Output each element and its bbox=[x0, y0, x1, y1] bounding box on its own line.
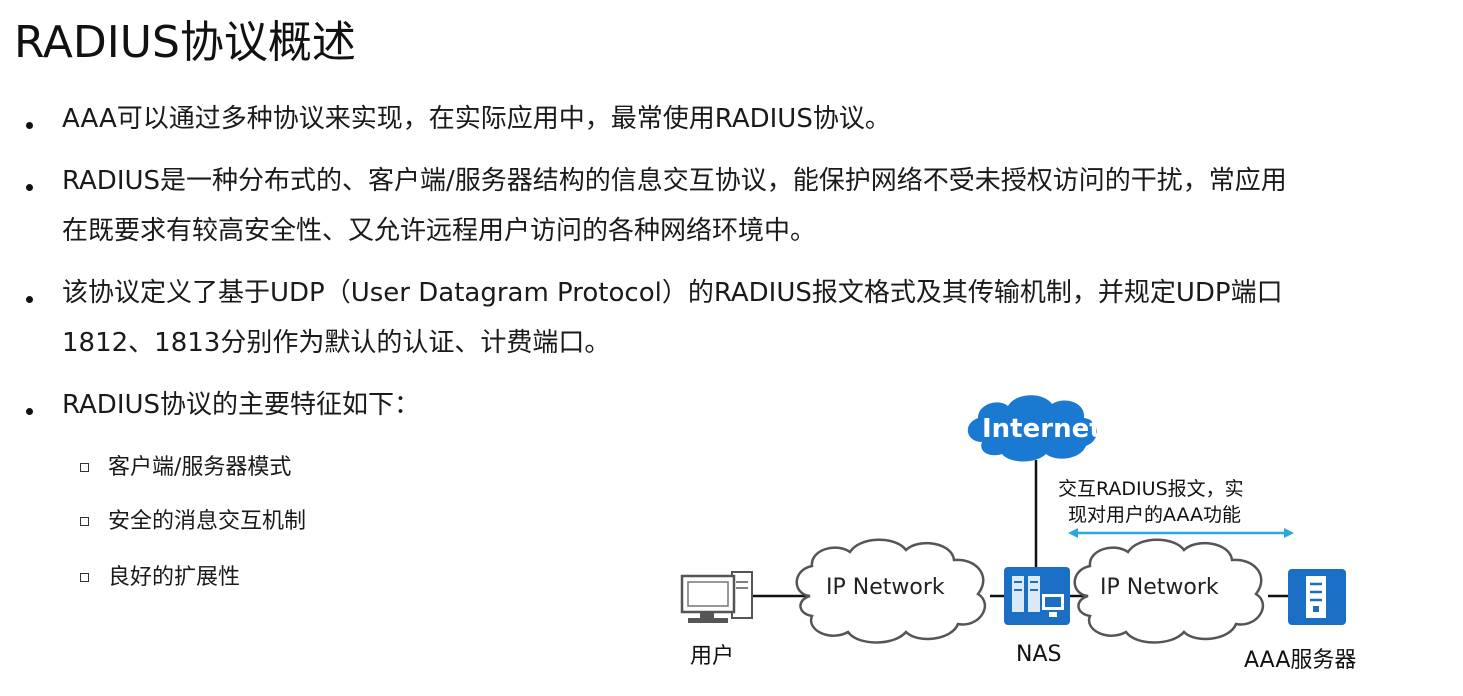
user-label: 用户 bbox=[690, 644, 735, 669]
bullet-dot bbox=[26, 184, 33, 191]
sub-item-text: 客户端/服务器模式 bbox=[108, 455, 292, 480]
sub-item-text: 良好的扩展性 bbox=[108, 565, 241, 590]
nas-label: NAS bbox=[1016, 642, 1062, 667]
user-computer-icon bbox=[680, 571, 753, 623]
network-diagram: Internet IP Network IP Network 交互RADIUS报… bbox=[660, 390, 1460, 690]
aaa-server-icon bbox=[1288, 569, 1346, 625]
network-diagram-graphic bbox=[680, 395, 1346, 644]
aaa-server-label: AAA服务器 bbox=[1244, 648, 1357, 673]
bullet-dot bbox=[26, 408, 33, 415]
bullet-text: AAA可以通过多种协议来实现，在实际应用中，最常使用RADIUS协议。 bbox=[62, 104, 891, 134]
bullet-text: 该协议定义了基于UDP（User Datagram Protocol）的RADI… bbox=[62, 278, 1283, 308]
bullet-text: RADIUS协议的主要特征如下： bbox=[62, 390, 421, 420]
annotation-line-1: 交互RADIUS报文，实 bbox=[1058, 478, 1244, 500]
nas-device-icon bbox=[1004, 567, 1070, 625]
ip-network-right-label: IP Network bbox=[1100, 575, 1219, 600]
square-bullet-icon bbox=[80, 573, 89, 582]
square-bullet-icon bbox=[80, 463, 89, 472]
square-bullet-icon bbox=[80, 517, 89, 526]
bullet-text: RADIUS是一种分布式的、客户端/服务器结构的信息交互协议，能保护网络不受未授… bbox=[62, 166, 1287, 196]
ip-network-cloud-left-icon bbox=[795, 538, 987, 644]
bullet-dot bbox=[26, 122, 33, 129]
sub-item-text: 安全的消息交互机制 bbox=[108, 509, 307, 534]
double-arrow-icon bbox=[1068, 528, 1294, 538]
internet-cloud-icon bbox=[967, 395, 1098, 462]
ip-network-left-label: IP Network bbox=[826, 575, 945, 600]
ip-network-cloud-right-icon bbox=[1073, 538, 1265, 644]
bullet-text-continuation: 在既要求有较高安全性、又允许远程用户访问的各种网络环境中。 bbox=[62, 216, 817, 246]
bullet-dot bbox=[26, 296, 33, 303]
annotation-line-2: 现对用户的AAA功能 bbox=[1068, 504, 1242, 526]
bullet-text-continuation: 1812、1813分别作为默认的认证、计费端口。 bbox=[62, 328, 611, 358]
internet-label: Internet bbox=[982, 414, 1102, 444]
page-title: RADIUS协议概述 bbox=[14, 17, 356, 68]
